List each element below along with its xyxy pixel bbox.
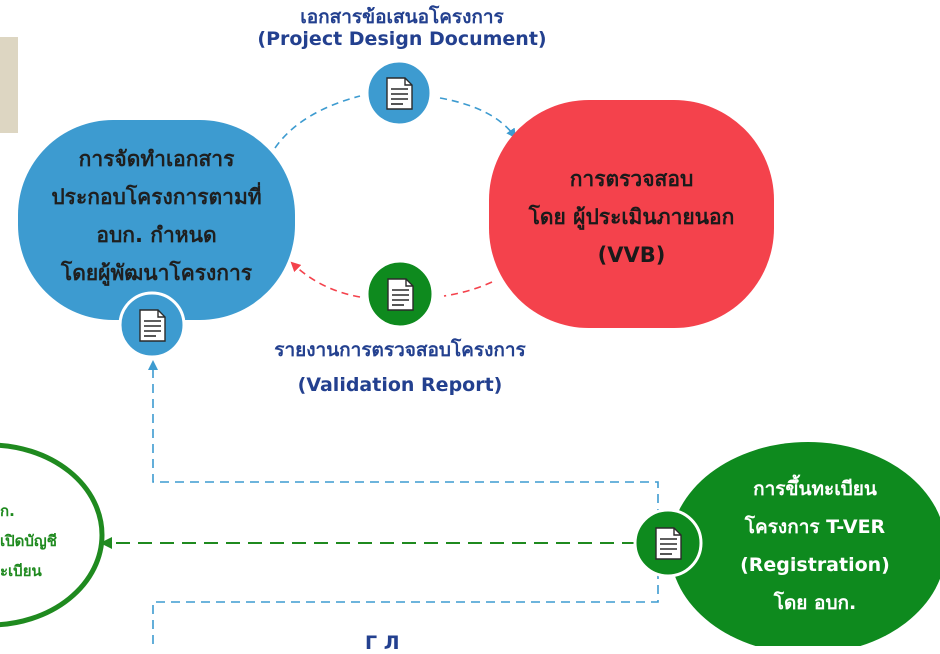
registration-line-1: การขึ้นทะเบียน (753, 478, 877, 500)
pdd-caption-english: (Project Design Document) (257, 28, 547, 50)
verification-line-1: การตรวจสอบ (569, 167, 694, 191)
pdd-document-icon (365, 59, 433, 127)
account-node (0, 442, 105, 628)
account-line-2: เปิดบัญชี (0, 532, 57, 550)
account-line-1: ก. (0, 502, 15, 520)
preparation-node-label: การจัดทำเอกสาร ประกอบโครงการตามที่ อบก. … (18, 140, 295, 292)
validation-caption-english: (Validation Report) (297, 374, 503, 396)
preparation-node (18, 120, 295, 320)
registration-document-icon (633, 508, 703, 578)
arrow-blue-to-red (274, 95, 361, 149)
account-line-3: ะเบียน (0, 562, 42, 580)
pdd-caption: เอกสารข้อเสนอโครงการ (Project Design Doc… (212, 6, 592, 50)
project-document-icon (118, 291, 186, 359)
registration-node-label: การขึ้นทะเบียน โครงการ T-VER (Registrati… (695, 470, 935, 622)
verification-line-3: (VVB) (597, 243, 666, 267)
connector-registration-to-preparation (148, 360, 659, 518)
verification-line-2: โดย ผู้ประเมินภายนอก (528, 205, 735, 229)
registration-node (670, 442, 940, 646)
arrow-validation-to-blue (290, 261, 361, 298)
validation-caption: รายงานการตรวจสอบโครงการ (Validation Repo… (210, 333, 590, 403)
registration-line-2: โครงการ T-VER (744, 516, 886, 538)
side-panel-fragment (0, 37, 18, 133)
verification-node-label: การตรวจสอบ โดย ผู้ประเมินภายนอก (VVB) (489, 160, 774, 274)
preparation-line-1: การจัดทำเอกสาร (78, 147, 235, 171)
pdd-caption-thai: เอกสารข้อเสนอโครงการ (300, 6, 504, 28)
verification-node (489, 100, 774, 328)
arrow-red-to-validation (443, 281, 493, 297)
preparation-line-4: โดยผู้พัฒนาโครงการ (60, 261, 253, 285)
registration-line-3: (Registration) (740, 554, 890, 576)
registration-line-4: โดย อบก. (773, 592, 857, 614)
arrow-pdd-to-red (439, 97, 517, 139)
bottom-partial-caption: Г Л (365, 632, 400, 654)
preparation-line-3: อบก. กำหนด (96, 223, 217, 247)
validation-document-icon (365, 259, 435, 329)
connector-registration-lower (152, 570, 659, 646)
account-node-label: ก. เปิดบัญชี ะเบียน (0, 496, 95, 586)
validation-caption-thai: รายงานการตรวจสอบโครงการ (274, 339, 526, 361)
preparation-line-2: ประกอบโครงการตามที่ (51, 185, 262, 209)
